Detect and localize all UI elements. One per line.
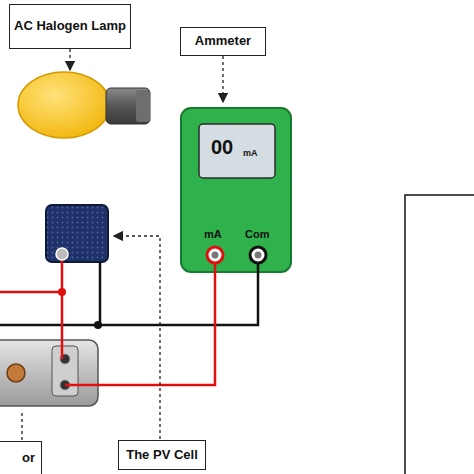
red-wire [65,263,215,385]
lamp-cap [136,90,150,122]
ammeter-display [199,124,275,178]
red-wire [0,254,62,359]
com-terminal-pin [255,252,262,259]
black-wire [0,262,258,325]
lamp-bulb [18,72,110,138]
wire-junction [94,321,102,329]
pv-terminal [56,248,68,260]
label-box: or [0,441,42,474]
ma-terminal-pin [212,252,219,259]
label-text: or [22,451,35,466]
terminal-label: mA [204,228,222,240]
label-text: AC Halogen Lamp [14,19,126,34]
label-box: AC Halogen Lamp [9,4,131,49]
label-box: Ammeter [180,27,266,56]
ma-terminal [207,247,223,263]
device-knob [7,364,25,382]
label-box: The PV Cell [118,440,206,470]
leader-line [21,412,22,440]
leader-line [222,56,223,102]
wire-junction [58,288,66,296]
empty-panel [405,195,474,474]
display-unit: mA [243,148,258,158]
load-device [0,340,98,406]
label-text: The PV Cell [126,448,198,463]
lamp-base [106,88,150,124]
ammeter-body [181,108,291,272]
terminal-label: Com [245,228,269,240]
device-terminal-plate [52,346,78,396]
leader-line [114,236,160,439]
display-digits: 00 [211,136,233,159]
label-text: Ammeter [195,34,251,49]
pv-cell [46,205,108,262]
com-terminal [250,247,266,263]
leader-line [69,49,70,70]
